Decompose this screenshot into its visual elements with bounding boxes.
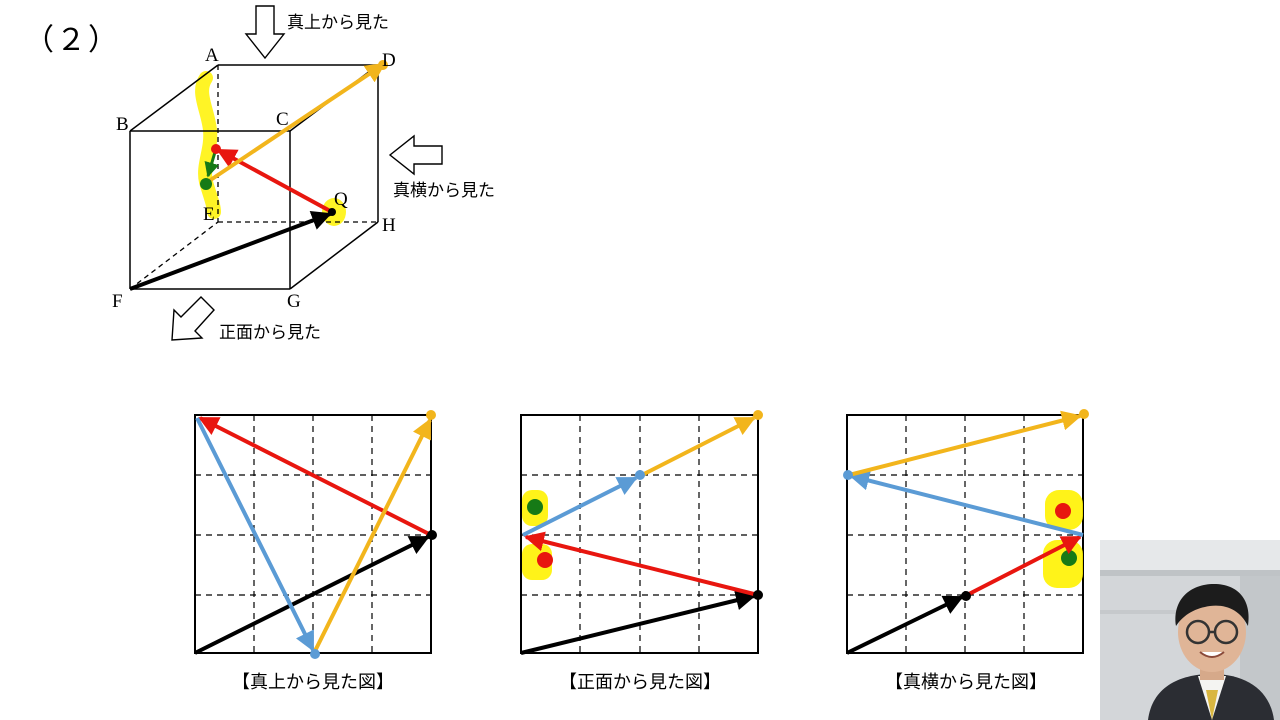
vertex-label-b: B [116,114,129,135]
front-point-q [753,590,763,600]
grid-top-view: 【真上から見た図】 [194,410,437,693]
vertex-label-d: D [382,50,396,71]
cube-edges-solid [129,64,379,290]
vector-fq [129,210,332,291]
top-vector-blue [195,417,315,652]
front-point-yellow [753,410,763,420]
top-vector-red [198,416,432,537]
side-point-q [961,591,971,601]
front-vector-red [524,531,759,597]
top-point-blue [310,649,320,659]
side-vector-yellow [848,410,1082,477]
cube-diagram: A B C D E F G H Q 真上から見た 真横から見た 正面から見た [112,5,495,343]
vector-green-to-d [204,62,386,185]
vertex-label-a: A [205,45,219,66]
top-vector-yellow [313,418,432,652]
vertex-label-e: E [203,204,215,225]
presenter-video-feed-icon [1100,540,1280,720]
presenter-video [1100,540,1280,720]
side-point-green [1061,550,1077,566]
side-vector-black [846,595,964,655]
arrow-down-icon [244,5,286,60]
arrow-left-icon [388,134,443,176]
point-d [378,60,388,70]
front-point-green [527,499,543,515]
point-q [328,208,336,216]
vertex-label-c: C [276,109,289,130]
front-point-red [537,552,553,568]
vertex-label-q: Q [334,189,348,210]
label-view-side: 真横から見た [393,181,495,201]
point-red [211,144,221,154]
side-point-blue [843,470,853,480]
label-view-front: 正面から見た [219,323,321,343]
caption-top-view: 【真上から見た図】 [232,672,394,693]
highlight-stroke-ae [195,71,221,219]
vertex-label-h: H [382,215,396,236]
caption-front-view: 【正面から見た図】 [559,672,721,693]
top-vector-black [194,535,430,655]
top-point-yellow [426,410,436,420]
front-vector-blue [522,476,638,537]
cube-edges-hidden [129,65,378,290]
problem-number: （２） [24,23,120,58]
vertex-label-f: F [112,291,123,312]
side-point-yellow [1079,409,1089,419]
top-point-q [427,530,437,540]
front-vector-yellow [641,416,756,477]
front-point-blue [635,470,645,480]
grid-front-view: 【正面から見た図】 [520,410,763,693]
vector-q-to-red [216,148,333,214]
side-vector-red [966,535,1082,597]
vector-red-to-green [204,151,219,178]
grid-side-view: 【真横から見た図】 [843,409,1089,693]
side-point-red [1055,503,1071,519]
point-green [200,178,212,190]
front-vector-black [520,590,756,655]
vertex-label-g: G [287,291,301,312]
caption-side-view: 【真横から見た図】 [885,672,1047,693]
side-vector-blue [849,470,1084,537]
label-view-top: 真上から見た [287,13,389,33]
arrow-diagonal-icon [171,296,215,341]
